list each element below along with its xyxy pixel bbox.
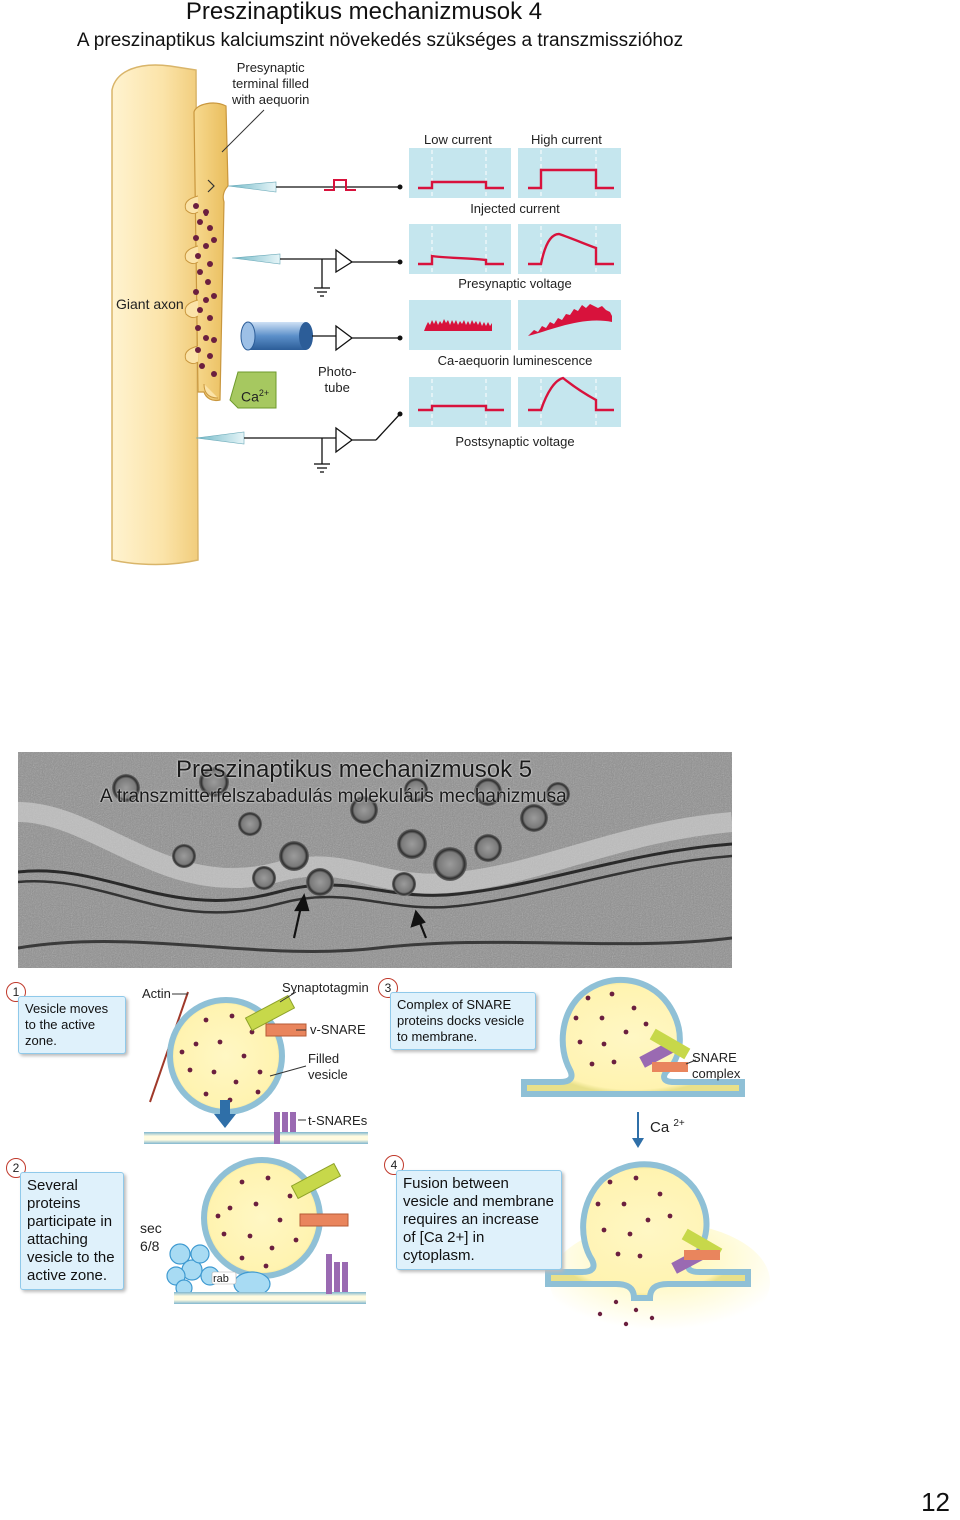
phototube-shape (240, 321, 313, 351)
page-title-1: Preszinaptikus mechanizmusok 4 (185, 0, 543, 25)
vesicle-step2-contents (215, 1175, 299, 1269)
vesicle-step4 (545, 1161, 751, 1301)
trace-panels (409, 148, 621, 427)
luminescence-traces (424, 304, 612, 336)
membrane-step2 (174, 1292, 366, 1304)
page-subtitle-1: A preszinaptikus kalciumszint növekedés … (76, 30, 684, 51)
filled-vesicle-label: Filled vesicle (308, 1051, 348, 1082)
trace-label-postsynaptic-voltage: Postsynaptic voltage (455, 434, 575, 449)
phototube-label: Photo- tube (318, 364, 357, 395)
rab-label: rab (213, 1273, 229, 1285)
synaptotagmin-label: Synaptotagmin (282, 980, 369, 995)
ca-label: Ca2+ (241, 388, 270, 405)
vesicle-step3 (521, 976, 745, 1097)
step1-callout: Vesicle moves to the active zone. (18, 996, 126, 1054)
trace-curves (418, 168, 614, 412)
low-current-label: Low current (424, 132, 492, 147)
aequorin-experiment-diagram (111, 64, 621, 566)
presynaptic-terminal-label: Presynaptic terminal filled with aequori… (232, 60, 310, 107)
circuit-wiring (244, 179, 401, 473)
sec68-label: sec 6/8 (140, 1220, 162, 1254)
ca-arrow (229, 371, 277, 409)
giant-axon-label: Giant axon (116, 296, 184, 312)
high-current-label: High current (531, 132, 602, 147)
snare-complex-label: SNARE complex (692, 1050, 741, 1081)
v-snare-label: v-SNARE (310, 1022, 366, 1037)
step2-callout: Several proteins participate in attachin… (20, 1172, 124, 1290)
ca2-label: Ca 2+ (650, 1118, 685, 1136)
trace-label-injected-current: Injected current (470, 201, 560, 216)
step3-callout: Complex of SNARE proteins docks vesicle … (390, 992, 536, 1050)
terminal-bumps (184, 195, 219, 399)
page-subtitle-2: A transzmitterfelszabadulás molekuláris … (100, 786, 567, 807)
vesicle-step3-contents (573, 991, 649, 1067)
actin-label: Actin (142, 986, 171, 1001)
giant-axon-shape (111, 64, 199, 566)
wire-terminals (397, 184, 403, 417)
vesicle-step1-contents (179, 1013, 263, 1103)
step4-callout: Fusion between vesicle and membrane requ… (396, 1170, 562, 1270)
trace-label-presynaptic-voltage: Presynaptic voltage (458, 276, 572, 291)
electron-micrograph (18, 752, 732, 968)
vesicle-fusion-diagram (144, 976, 770, 1342)
step-arrow-down (214, 1100, 236, 1128)
trace-label-ca-aequorin: Ca-aequorin luminescence (437, 353, 593, 368)
electrodes (195, 179, 281, 445)
page-title-2: Preszinaptikus mechanizmusok 5 (176, 756, 533, 783)
page-number: 12 (921, 1487, 950, 1517)
aequorin-vesicles (193, 203, 217, 377)
vesicle-step4-contents (595, 1175, 673, 1327)
t-snares-label: t-SNAREs (308, 1113, 368, 1128)
micrograph-arrows (292, 893, 428, 939)
membrane-step1 (144, 1132, 368, 1144)
micrograph-vesicles (112, 767, 570, 896)
presynaptic-terminal-shape (193, 102, 229, 402)
